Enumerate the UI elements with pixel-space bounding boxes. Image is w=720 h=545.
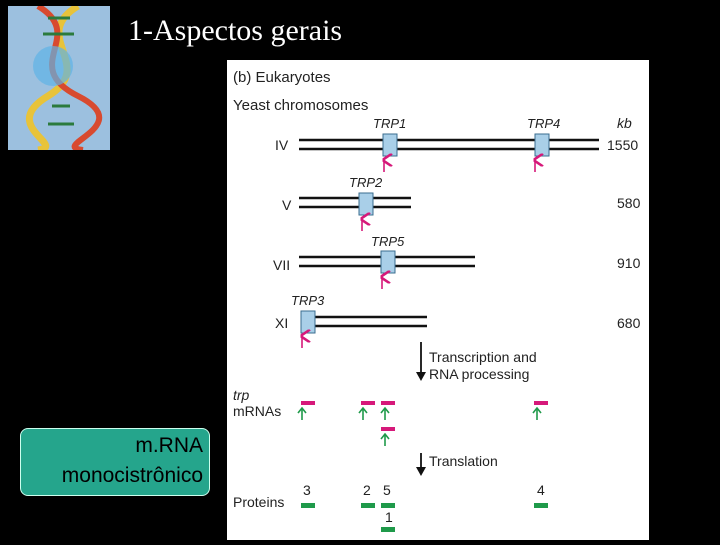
callout-line-2: monocistrônico [61,464,203,487]
protein-number: 4 [537,482,545,498]
gene-label-trp1: TRP1 [373,116,406,131]
proteins-label: Proteins [233,494,284,510]
gene-box-trp3 [300,310,316,334]
subtitle: Yeast chromosomes [233,97,368,114]
chromosome-size: 910 [617,255,641,271]
protein-bar [534,503,548,508]
protein-bar [361,503,375,508]
chromosome-vii: VII 910 TRP5 [273,234,641,289]
gene-box-trp5 [380,250,396,274]
mrna-trp3 [301,401,315,405]
protein-number: 5 [383,482,391,498]
mrna-trp5 [381,401,395,405]
gene-box-trp2 [358,192,374,216]
gene-label-trp5: TRP5 [371,234,405,249]
transcription-step: Transcription and RNA processing [416,342,537,382]
mrna-label-line1: trp [233,387,250,403]
chromosome-size: 1550 [607,137,638,153]
mrna-label-line2: mRNAs [233,403,281,419]
panel-label: (b) Eukaryotes [233,69,331,86]
protein-bar [301,503,315,508]
protein-bar [381,527,395,532]
step1-line1: Transcription and [429,349,537,365]
chromosome-size: 580 [617,195,641,211]
protein-number: 3 [303,482,311,498]
chromosome-size: 680 [617,315,641,331]
gene-label-trp2: TRP2 [349,175,383,190]
protein-number: 2 [363,482,371,498]
gene-box-trp4 [534,133,550,157]
mrna-trp1 [381,427,395,431]
mrna-callout-box: m.RNA monocistrônico [20,428,210,496]
protein-row: Proteins 3 2 5 4 1 [233,482,548,532]
chromosome-v: V 580 TRP2 [282,175,641,231]
chromosome-xi: XI 680 TRP3 [275,293,641,348]
chromosome-name: V [282,197,292,213]
dna-helix-thumbnail [8,6,110,150]
chromosome-name: VII [273,257,290,273]
translation-step: Translation [416,453,498,476]
yeast-trp-genes-figure: (b) Eukaryotes Yeast chromosomes kb IV 1… [227,60,649,540]
gene-label-trp3: TRP3 [291,293,325,308]
slide-title: 1-Aspectos gerais [128,14,343,47]
step2-label: Translation [429,453,498,469]
callout-line-1: m.RNA [135,434,203,457]
unit-label: kb [617,115,632,131]
chromosome-name: XI [275,315,288,331]
protein-bar [381,503,395,508]
mrna-trp2 [361,401,375,405]
gene-box-trp1 [382,133,398,157]
chromosome-name: IV [275,137,289,153]
protein-number: 1 [385,509,393,525]
mrna-trp4 [534,401,548,405]
chromosome-iv: IV 1550 TRP1 TRP4 [275,116,638,172]
step1-line2: RNA processing [429,366,529,382]
mrna-row: trp mRNAs [233,387,548,446]
gene-label-trp4: TRP4 [527,116,560,131]
